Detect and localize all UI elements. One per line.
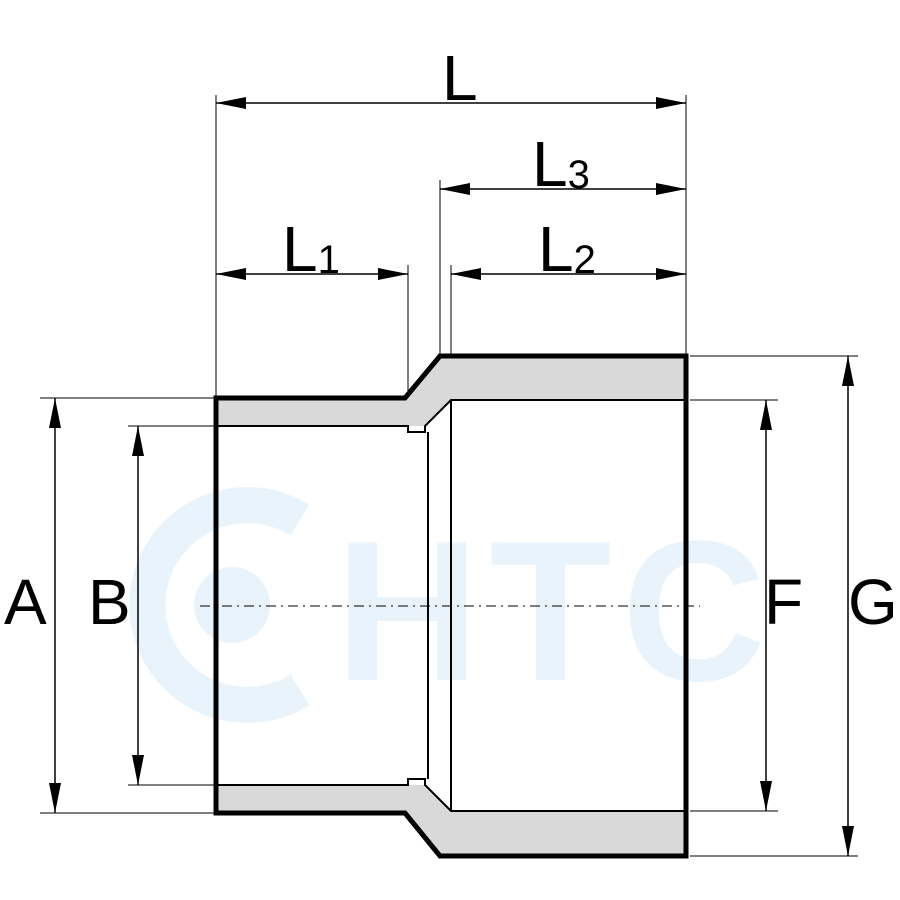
watermark-logo: HTC xyxy=(129,487,776,723)
label-A: A xyxy=(4,566,47,638)
label-L3: L3 xyxy=(532,128,590,200)
label-F: F xyxy=(764,566,803,638)
watermark-dot-icon xyxy=(194,567,270,643)
dimension-lines xyxy=(49,97,854,856)
dimension-labels: L L3 L1 L2 A B F G xyxy=(4,42,898,638)
label-L: L xyxy=(442,42,478,114)
bottom-wall xyxy=(216,785,686,856)
label-L1: L1 xyxy=(282,213,340,285)
top-wall xyxy=(216,356,686,426)
extension-lines xyxy=(40,95,858,857)
watermark-text: HTC xyxy=(335,500,776,723)
label-L2: L2 xyxy=(538,213,596,285)
label-B: B xyxy=(88,566,131,638)
watermark-ring-icon xyxy=(129,487,310,723)
label-G: G xyxy=(848,566,898,638)
